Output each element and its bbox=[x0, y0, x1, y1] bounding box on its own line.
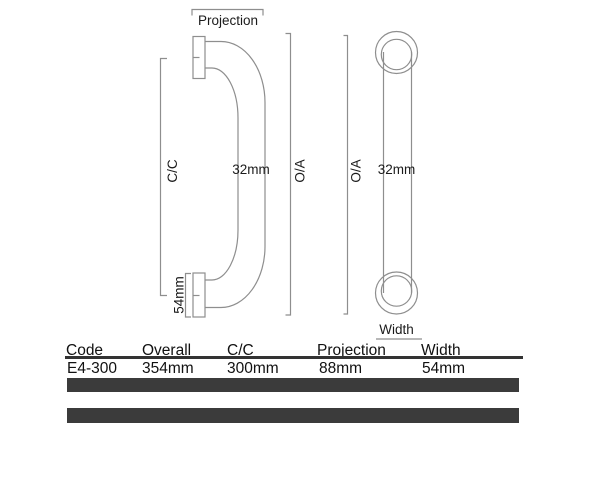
flange-54mm-dimension-line bbox=[184, 272, 191, 318]
header-overall: Overall bbox=[142, 342, 192, 359]
cell-overall: 354mm bbox=[142, 360, 194, 377]
cell-projection: 88mm bbox=[319, 360, 363, 377]
handle-tube-outer bbox=[205, 40, 266, 309]
tube-diameter-label-side: 32mm bbox=[232, 162, 270, 177]
width-label: Width bbox=[379, 322, 414, 337]
front-view bbox=[343, 30, 422, 340]
side-view bbox=[159, 8, 292, 318]
header-projection: Projection bbox=[317, 342, 386, 359]
oa-dimension-line-front bbox=[343, 34, 349, 315]
projection-label: Projection bbox=[198, 13, 258, 28]
projection-dimension-line bbox=[191, 8, 264, 16]
cc-label: C/C bbox=[165, 159, 180, 183]
oa-dimension-line-side bbox=[285, 32, 292, 316]
table-header-rule bbox=[65, 356, 523, 359]
separator-bar-top bbox=[67, 378, 519, 392]
oa-label-front: O/A bbox=[349, 159, 364, 182]
header-code: Code bbox=[66, 342, 104, 359]
header-cc: C/C bbox=[227, 342, 254, 359]
cc-dimension-line bbox=[159, 57, 167, 297]
cell-width: 54mm bbox=[422, 360, 466, 377]
handle-tube-inner bbox=[205, 67, 239, 281]
tube-diameter-label-front: 32mm bbox=[378, 162, 416, 177]
flange-54mm-label: 54mm bbox=[172, 276, 187, 314]
oa-label-side: O/A bbox=[293, 159, 308, 182]
separator-bar-bottom bbox=[67, 408, 519, 423]
top-rose-outer bbox=[374, 30, 419, 75]
bottom-rose-outer bbox=[374, 271, 419, 315]
cell-code: E4-300 bbox=[67, 360, 117, 377]
bottom-rose-inner bbox=[380, 275, 413, 307]
header-width: Width bbox=[421, 342, 461, 359]
cell-cc: 300mm bbox=[227, 360, 279, 377]
